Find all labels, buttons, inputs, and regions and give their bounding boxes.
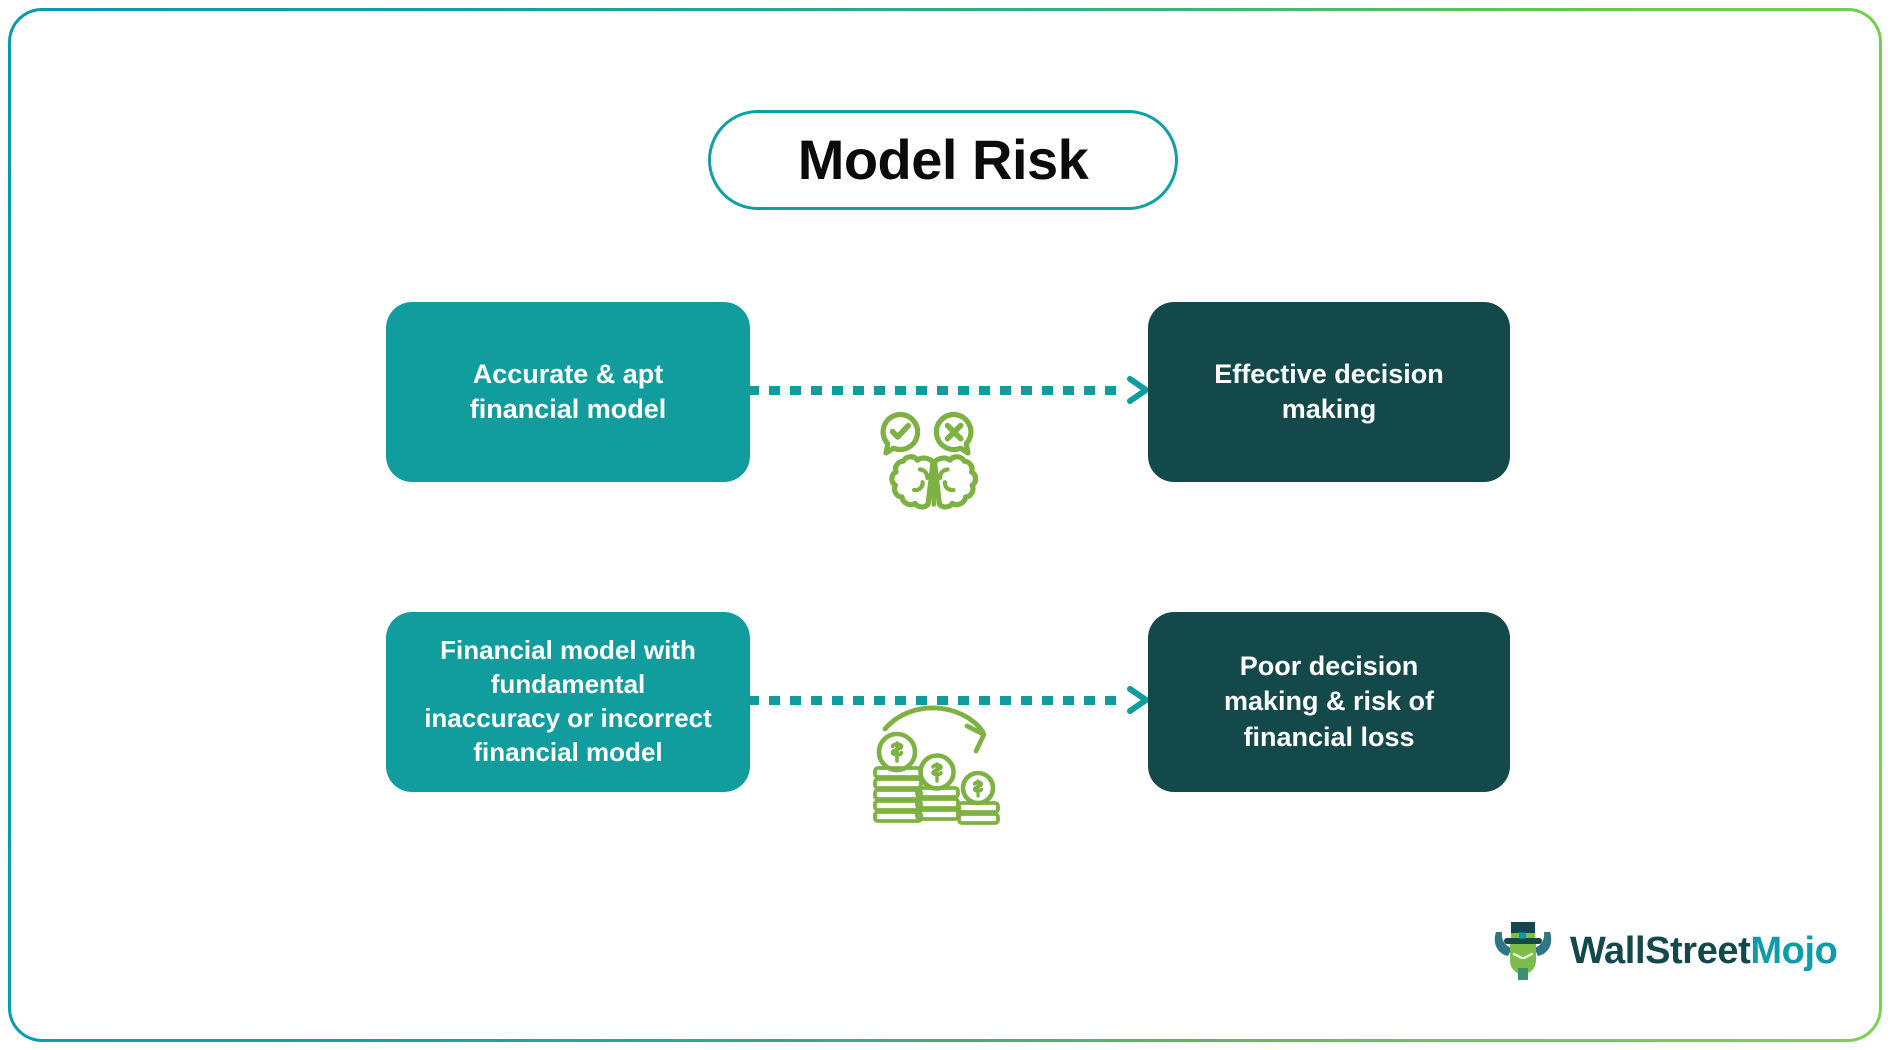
connector-arrow-positive	[748, 375, 1152, 405]
brand-wordmark: WallStreetMojo	[1570, 929, 1838, 973]
flow-box-label: Financial model with fundamental inaccur…	[424, 635, 712, 767]
brand-name-part2: Mojo	[1750, 929, 1838, 972]
connector-dotted-line	[748, 695, 1124, 705]
connector-arrow-negative	[748, 685, 1152, 715]
flow-box-poor-decision-making[interactable]: Poor decision making & risk of financial…	[1148, 612, 1510, 792]
flow-box-label: Accurate & apt financial model	[469, 358, 667, 424]
brain-decision-icon	[880, 411, 979, 510]
flow-box-effective-decision-making[interactable]: Effective decision making	[1148, 302, 1510, 482]
flow-box-label: Poor decision making & risk of financial…	[1223, 651, 1435, 752]
arrow-head-icon	[1127, 376, 1149, 404]
flow-box-accurate-financial-model[interactable]: Accurate & apt financial model	[386, 302, 750, 482]
brand-logo[interactable]: WallStreetMojo	[1490, 912, 1838, 990]
flow-box-inaccurate-financial-model[interactable]: Financial model with fundamental inaccur…	[386, 612, 750, 792]
flow-box-label: Effective decision making	[1214, 358, 1444, 424]
declining-money-icon	[873, 705, 1000, 825]
brand-name-part1: WallStreet	[1570, 929, 1751, 972]
page-title: Model Risk	[797, 128, 1089, 191]
bull-with-top-hat-logo-icon	[1494, 922, 1552, 980]
connector-dotted-line	[748, 385, 1124, 395]
page-title-pill: Model Risk	[708, 110, 1178, 210]
arrow-head-icon	[1127, 686, 1149, 714]
